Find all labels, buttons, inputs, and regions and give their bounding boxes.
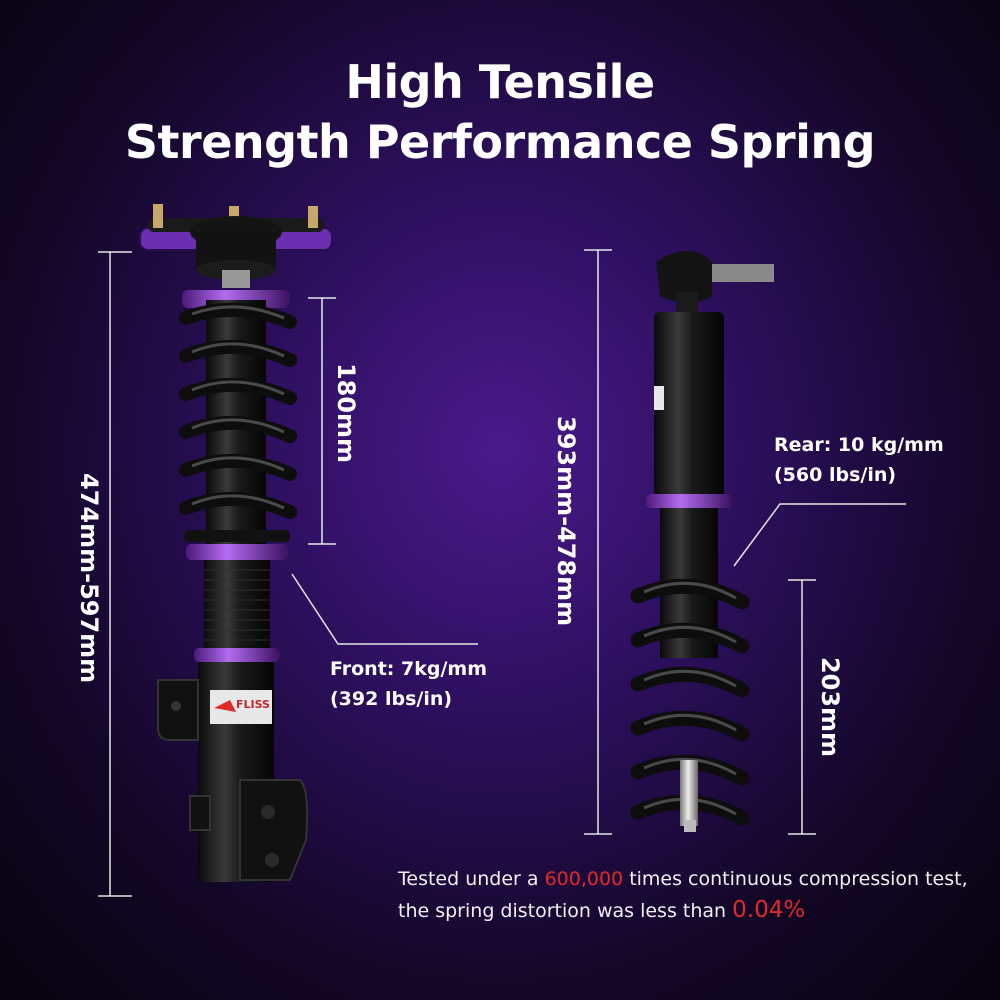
compression-test-note: Tested under a 600,000 times continuous … [398,864,968,927]
front-rate-line2: (392 lbs/in) [330,688,453,710]
test-note-line2: the spring distortion was less than 0.04… [398,895,968,927]
test-note-part1: Tested under a [398,868,545,890]
test-cycles-value: 600,000 [544,868,624,890]
rear-length-range-label: 393mm-478mm [552,416,580,627]
test-note-part2: times continuous compression test, [623,868,968,890]
test-note-part3: the spring distortion was less than [398,900,733,922]
test-note-line1: Tested under a 600,000 times continuous … [398,864,968,895]
brand-sticker-text: FLISS [236,698,270,711]
page-title-line2: Strength Performance Spring [124,115,876,169]
distortion-value: 0.04% [732,897,806,923]
rear-shock [630,251,774,832]
rear-spring-length-label: 203mm [816,656,844,758]
front-coilover [139,204,333,882]
dimension-lines [98,249,906,897]
rear-rate-line1: Rear: 10 kg/mm [774,434,944,456]
rear-rate-line2: (560 lbs/in) [774,464,897,486]
front-rate-line1: Front: 7kg/mm [330,658,488,680]
page-title-line1: High Tensile [345,55,655,109]
front-rate-callout: Front: 7kg/mm (392 lbs/in) [330,654,487,714]
rear-rate-callout: Rear: 10 kg/mm (560 lbs/in) [774,430,944,490]
front-length-range-label: 474mm-597mm [75,473,103,684]
front-spring-length-label: 180mm [332,362,360,464]
